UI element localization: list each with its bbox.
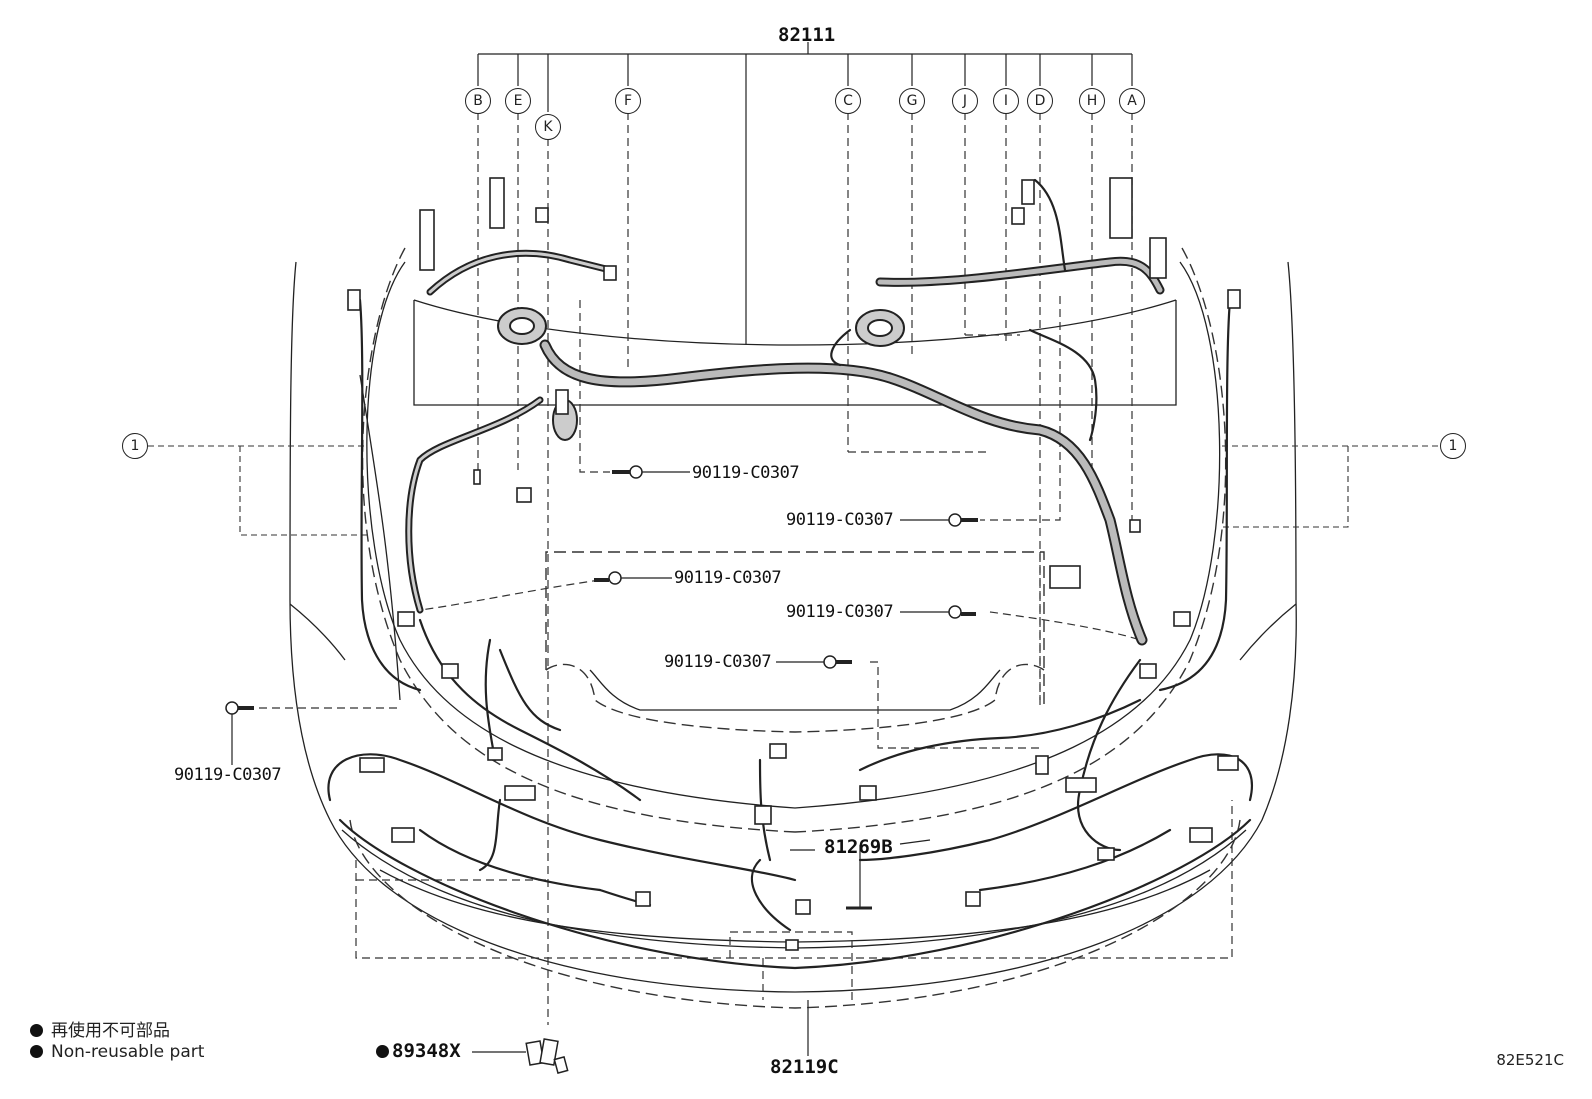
callout-a: A xyxy=(1119,88,1145,114)
dashed-outlines xyxy=(349,247,1241,1009)
callout-1-left: 1 xyxy=(122,433,148,459)
legend-dot-icon xyxy=(30,1024,43,1037)
bolt-icon xyxy=(823,655,852,669)
non-reusable-dot-icon xyxy=(376,1045,389,1058)
part-label-89348x-text: 89348X xyxy=(392,1040,461,1062)
legend-en-text: Non-reusable part xyxy=(51,1042,205,1062)
callout-d: D xyxy=(1027,88,1053,114)
legend-en: Non-reusable part xyxy=(30,1042,204,1062)
bolt-label-5: 90119-C0307 xyxy=(664,652,772,672)
callout-k: K xyxy=(535,114,561,140)
bolt-icons xyxy=(225,465,978,715)
bolt-label-2: 90119-C0307 xyxy=(786,510,894,530)
clip-icon xyxy=(525,1038,569,1074)
grommets xyxy=(497,307,905,441)
legend-dot-icon xyxy=(30,1045,43,1058)
callout-h: H xyxy=(1079,88,1105,114)
callout-1-right: 1 xyxy=(1440,433,1466,459)
legend-jp: 再使用不可部品 xyxy=(30,1016,170,1041)
callout-c: C xyxy=(835,88,861,114)
connectors xyxy=(347,177,1241,951)
callout-j: J xyxy=(952,88,978,114)
legend-jp-text: 再使用不可部品 xyxy=(51,1021,170,1041)
bolt-label-1: 90119-C0307 xyxy=(692,463,800,483)
part-label-leaders xyxy=(231,471,949,1056)
bolt-icon xyxy=(594,571,622,585)
bolt-icon xyxy=(225,701,254,715)
callout-i: I xyxy=(993,88,1019,114)
side-callout-leaders xyxy=(148,445,1440,536)
main-harness xyxy=(405,249,1165,646)
callout-e: E xyxy=(505,88,531,114)
callout-g: G xyxy=(899,88,925,114)
bolt-icon xyxy=(612,465,643,479)
bolt-label-6: 90119-C0307 xyxy=(174,765,282,785)
part-label-82111: 82111 xyxy=(778,24,836,46)
part-label-81269b: 81269B xyxy=(824,836,893,858)
bolt-label-4: 90119-C0307 xyxy=(786,602,894,622)
bolt-icon xyxy=(948,513,978,527)
part-label-82119c: 82119C xyxy=(770,1056,839,1078)
leader-lines-82111 xyxy=(477,42,1133,345)
diagram-code: 82E521C xyxy=(1496,1051,1564,1069)
callout-f: F xyxy=(615,88,641,114)
callout-b: B xyxy=(465,88,491,114)
bolt-icon xyxy=(948,605,976,619)
part-label-89348x: 89348X xyxy=(376,1040,461,1062)
bolt-label-3: 90119-C0307 xyxy=(674,568,782,588)
